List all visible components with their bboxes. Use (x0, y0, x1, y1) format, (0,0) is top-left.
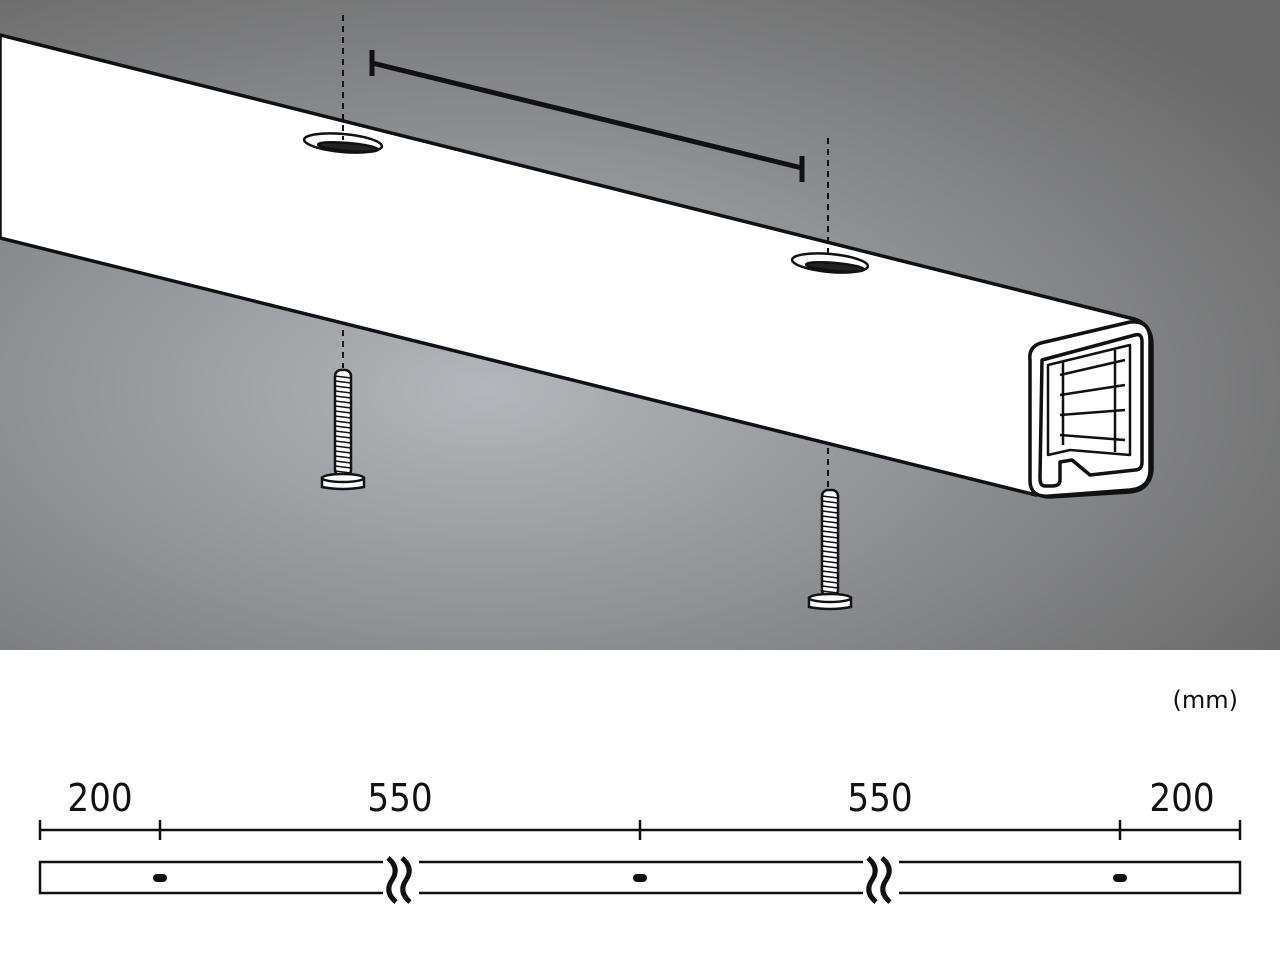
mounting-slot (790, 252, 870, 274)
hole-markers (153, 874, 1127, 882)
mounting-slot (302, 132, 384, 154)
unit-label: (mm) (1173, 686, 1238, 714)
screw (807, 488, 853, 611)
dimension-label: 200 (1149, 776, 1214, 820)
track-rail (0, 33, 1154, 499)
dimension-label: 550 (367, 776, 432, 820)
dimension-label: 550 (847, 776, 912, 820)
dimension-label: 200 (67, 776, 132, 820)
dimension-scale (38, 820, 1242, 840)
break-symbol (863, 856, 899, 904)
screw (320, 368, 366, 491)
break-symbol (383, 856, 419, 904)
guide-lines (342, 15, 829, 488)
spacing-dimension-line (369, 50, 805, 182)
